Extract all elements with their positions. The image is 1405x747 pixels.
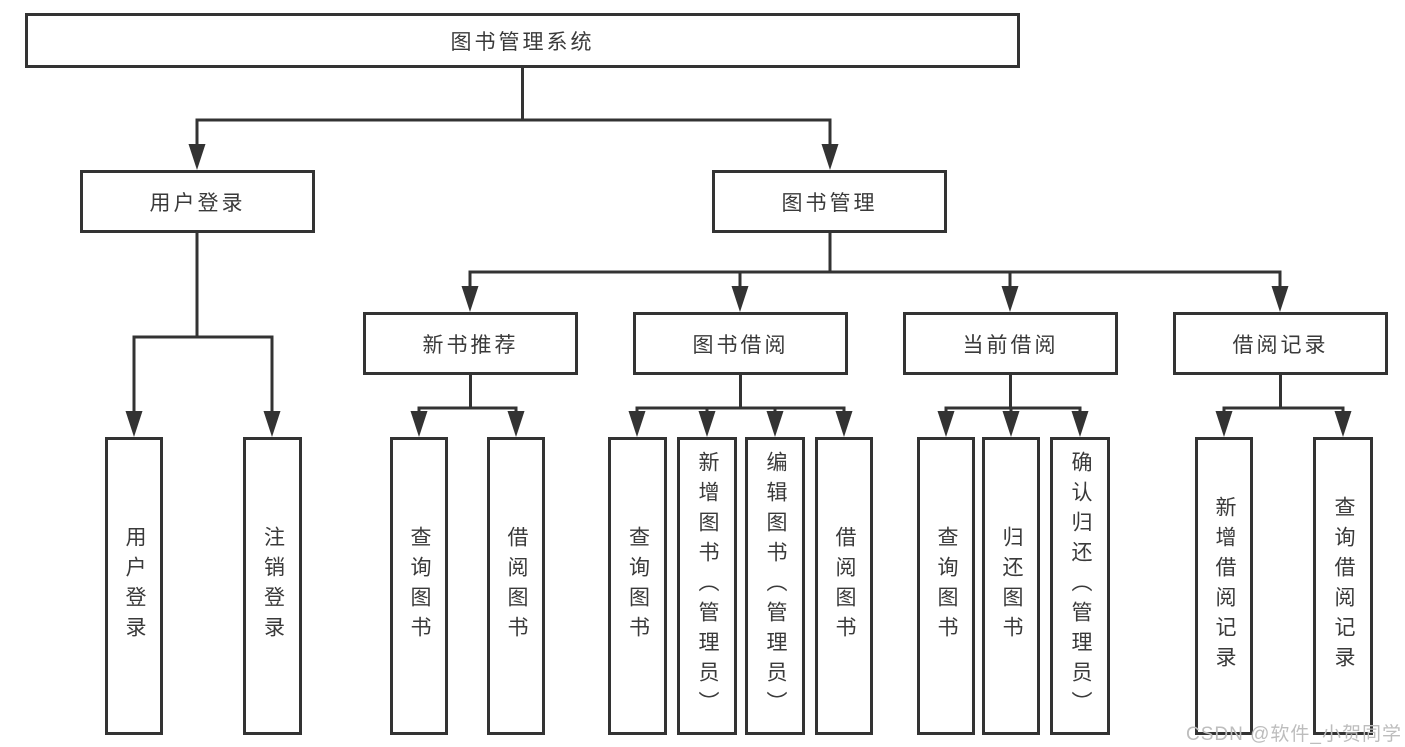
leaf-current-query-books-label: 查询图书 [935,526,958,646]
arrow-head [263,411,281,437]
arrow-head [125,411,143,437]
arrow-head [628,411,646,437]
leaf-current-confirm-return-admin: 确认归还（管理员） [1050,437,1110,735]
leaf-current-confirm-return-admin-label: 确认归还（管理员） [1069,451,1092,721]
leaf-borrowing-add-books-admin-label: 新增图书（管理员） [696,451,719,721]
arrow-head [507,411,525,437]
leaf-records-add-record: 新增借阅记录 [1195,437,1253,735]
leaf-current-return-books-label: 归还图书 [1000,526,1023,646]
leaf-newbook-query-books-label: 查询图书 [408,526,431,646]
leaf-borrowing-borrow-books: 借阅图书 [815,437,873,735]
arrow-head [766,411,784,437]
node-book-management: 图书管理 [712,170,947,233]
arrow-head [1334,411,1352,437]
arrow-head [698,411,716,437]
connector-current-borrowing [944,373,1082,415]
leaf-newbook-borrow-books-label: 借阅图书 [505,526,528,646]
connector-book-management [468,231,1282,290]
node-book-borrowing: 图书借阅 [633,312,848,375]
connector-new-book [417,373,518,415]
arrow-head [410,411,428,437]
leaf-records-query-record-label: 查询借阅记录 [1332,496,1355,676]
node-current-borrowing: 当前借阅 [903,312,1118,375]
arrow-head [1071,411,1089,437]
watermark: CSDN @软件_小贺同学 [1186,724,1402,745]
arrow-head [461,286,479,312]
leaf-newbook-borrow-books: 借阅图书 [487,437,545,735]
node-new-book-recommend: 新书推荐 [363,312,578,375]
leaf-current-return-books: 归还图书 [982,437,1040,735]
leaf-borrowing-edit-books-admin: 编辑图书（管理员） [745,437,805,735]
arrow-head [1001,286,1019,312]
connector-root [195,66,832,148]
leaf-borrowing-query-books: 查询图书 [608,437,667,735]
arrow-head [821,144,839,170]
leaf-logout-label: 注销登录 [261,526,285,646]
arrow-head [835,411,853,437]
leaf-current-query-books: 查询图书 [917,437,975,735]
connector-user-login [132,231,274,414]
leaf-records-add-record-label: 新增借阅记录 [1213,496,1236,676]
leaf-logout: 注销登录 [243,437,302,735]
leaf-borrowing-add-books-admin: 新增图书（管理员） [677,437,737,735]
node-user-login: 用户登录 [80,170,315,233]
arrow-head [937,411,955,437]
leaf-records-query-record: 查询借阅记录 [1313,437,1373,735]
arrow-head [1271,286,1289,312]
arrow-head [1215,411,1233,437]
leaf-user-login: 用户登录 [105,437,163,735]
arrow-head [1002,411,1020,437]
leaf-newbook-query-books: 查询图书 [390,437,448,735]
leaf-user-login-label: 用户登录 [123,526,146,646]
connector-borrowing-records [1222,373,1345,415]
node-library-system: 图书管理系统 [25,13,1020,68]
leaf-borrowing-edit-books-admin-label: 编辑图书（管理员） [764,451,787,721]
arrow-head [731,286,749,312]
leaf-borrowing-borrow-books-label: 借阅图书 [833,526,856,646]
leaf-borrowing-query-books-label: 查询图书 [626,526,650,646]
connector-book-borrowing [635,373,846,415]
node-borrowing-records: 借阅记录 [1173,312,1388,375]
arrow-head [188,144,206,170]
